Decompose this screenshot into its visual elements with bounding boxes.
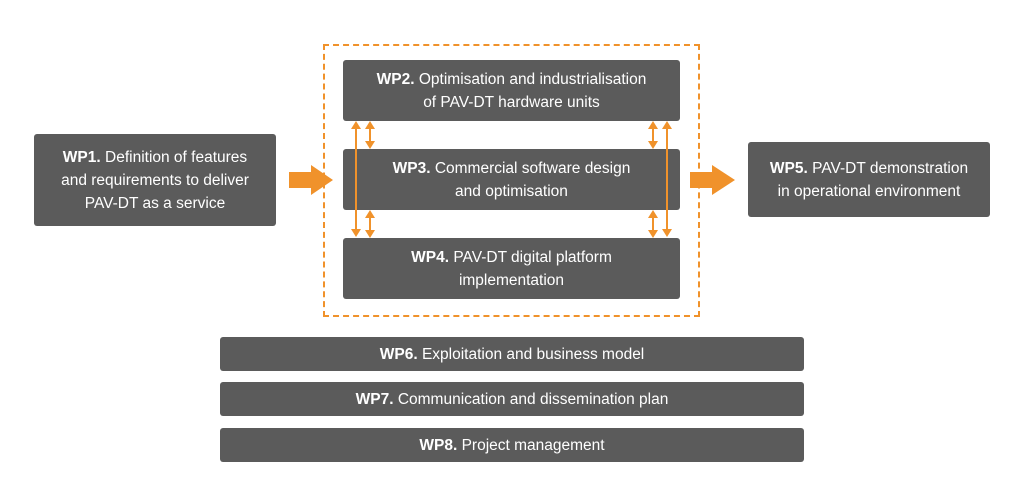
- wp5-box: WP5. PAV-DT demonstration in operational…: [748, 142, 990, 217]
- wp8-code: WP8.: [419, 436, 458, 454]
- wp8-text: Project management: [457, 436, 605, 454]
- wp6-code: WP6.: [379, 345, 418, 363]
- double-arrow-wp2-wp4-right: [662, 121, 672, 237]
- wp5-code: WP5.: [769, 159, 808, 177]
- wp1-code: WP1.: [62, 148, 101, 166]
- wp6-bar: WP6. Exploitation and business model: [220, 337, 804, 371]
- double-arrow-wp2-wp3-left: [365, 121, 375, 149]
- wp1-text-line3: PAV-DT as a service: [84, 194, 226, 212]
- wp1-text-line1: Definition of features: [100, 148, 248, 166]
- double-arrow-wp3-wp4-right: [648, 210, 658, 238]
- wp4-text-line1: PAV-DT digital platform: [449, 248, 612, 266]
- double-arrow-wp3-wp4-left: [365, 210, 375, 238]
- wp3-text-line2: and optimisation: [455, 182, 568, 200]
- double-arrows: [351, 121, 672, 238]
- wp4-code: WP4.: [411, 248, 450, 266]
- wp4-text-line2: implementation: [458, 271, 565, 289]
- arrow-wp1-to-core: [289, 165, 333, 195]
- wp2-code: WP2.: [376, 70, 415, 88]
- arrow-core-to-wp5: [690, 165, 735, 195]
- wp4-box: WP4. PAV-DT digital platform implementat…: [343, 238, 680, 299]
- wp7-code: WP7.: [355, 390, 394, 408]
- wp3-text-line1: Commercial software design: [430, 159, 631, 177]
- double-arrow-wp2-wp4-left: [351, 121, 361, 237]
- wp3-code: WP3.: [392, 159, 431, 177]
- wp5-text-line1: PAV-DT demonstration: [807, 159, 969, 177]
- wp7-text: Communication and dissemination plan: [393, 390, 669, 408]
- wp6-text: Exploitation and business model: [417, 345, 645, 363]
- wp2-text-line2: of PAV-DT hardware units: [423, 93, 600, 111]
- wp2-text-line1: Optimisation and industrialisation: [414, 70, 647, 88]
- wp3-box: WP3. Commercial software design and opti…: [343, 149, 680, 210]
- wp1-box: WP1. Definition of features and requirem…: [34, 134, 276, 226]
- wp2-box: WP2. Optimisation and industrialisation …: [343, 60, 680, 121]
- wp8-bar: WP8. Project management: [220, 428, 804, 462]
- double-arrow-wp2-wp3-right: [648, 121, 658, 149]
- wp5-text-line2: in operational environment: [777, 182, 961, 200]
- wp1-text-line2: and requirements to deliver: [61, 171, 249, 189]
- wp7-bar: WP7. Communication and dissemination pla…: [220, 382, 804, 416]
